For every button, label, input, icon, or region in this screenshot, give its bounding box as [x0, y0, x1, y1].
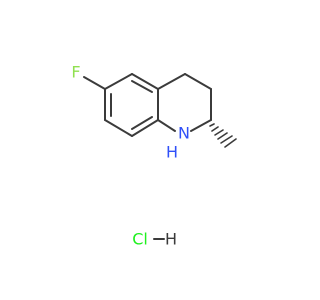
chloride-label: Cl — [132, 230, 148, 249]
bond-c2-n1 — [190, 119, 212, 132]
bond-c7-c8 — [131, 119, 159, 137]
salt-hydrogen-label: H — [165, 230, 177, 249]
bond-c8a-c4a — [131, 73, 159, 90]
nitrogen-atom-label: N — [178, 124, 190, 143]
background — [0, 0, 300, 300]
bond-n1-c8 — [157, 119, 176, 132]
bond-c8a-c4 — [157, 73, 186, 90]
molecule-structure-diagram: F N H Cl H — [0, 0, 300, 300]
bond-c4a-c5 — [104, 73, 133, 90]
bond-c8a-c4a-inner — [131, 80, 153, 93]
nitrogen-hydrogen-label: H — [166, 143, 178, 162]
stereo-hashed-wedge — [209, 123, 237, 148]
fluorine-atom-label: F — [71, 63, 80, 82]
bond-c6-c7 — [104, 119, 133, 137]
bond-c4-c3 — [184, 73, 212, 90]
bond-c7-c8-inner — [131, 116, 153, 130]
bond-c6-f — [83, 76, 106, 90]
